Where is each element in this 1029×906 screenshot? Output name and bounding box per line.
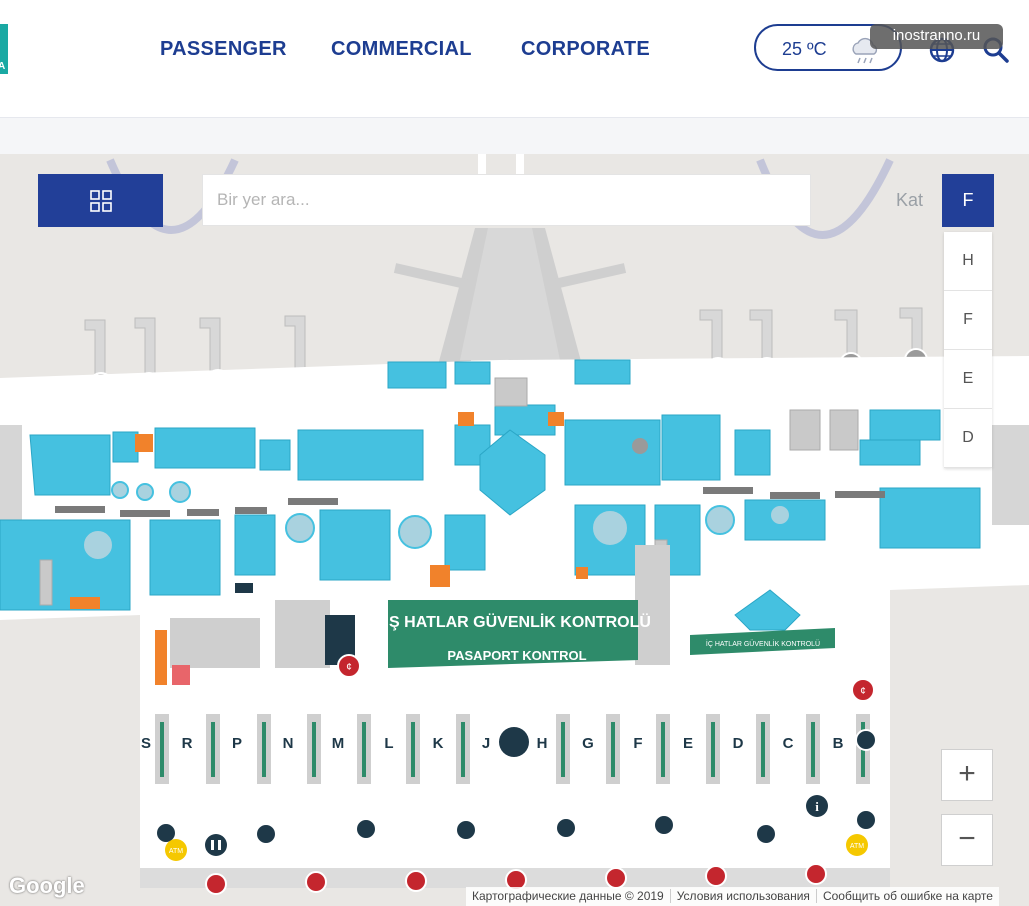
gate-label-n[interactable]: N [283, 735, 294, 752]
baggage-icon[interactable] [653, 814, 675, 836]
svg-text:i: i [815, 799, 819, 814]
gate-label-p[interactable]: P [232, 735, 242, 752]
currency-exchange-icon[interactable]: ¢ [851, 678, 875, 702]
gate-pier-bridge [711, 722, 715, 777]
lounge-icon[interactable] [305, 871, 327, 893]
intl-security-label: DIŞ HATLAR GÜVENLİK KONTROLÜ [373, 612, 651, 631]
gate-label-m[interactable]: M [332, 735, 345, 752]
intl-security-banner: DIŞ HATLAR GÜVENLİK KONTROLÜ PASAPORT KO… [373, 600, 651, 668]
currency-exchange-icon[interactable]: ¢ [337, 654, 361, 678]
floor-option-h[interactable]: H [944, 232, 992, 291]
zoom-out-button[interactable]: − [941, 814, 993, 866]
baggage-icon[interactable] [555, 817, 577, 839]
poi-layer [155, 729, 877, 895]
airport-logo[interactable]: A [0, 24, 8, 74]
gate-pier-bridge [211, 722, 215, 777]
map-data-credit: Картографические данные © 2019 [472, 889, 664, 903]
category-grid-button[interactable] [38, 174, 163, 227]
nav-passenger[interactable]: PASSENGER [160, 38, 287, 60]
lounge-icon[interactable] [605, 867, 627, 889]
gate-label-r[interactable]: R [182, 735, 193, 752]
gate-pier-bridge [160, 722, 164, 777]
lounge-icon[interactable] [705, 865, 727, 887]
map-search-box[interactable] [202, 174, 811, 226]
baggage-icon[interactable] [855, 809, 877, 831]
gate-label-g[interactable]: G [582, 735, 594, 752]
floor-option-d[interactable]: D [944, 409, 992, 468]
baggage-icon[interactable] [455, 819, 477, 841]
report-map-error-link[interactable]: Сообщить об ошибке на карте [815, 889, 999, 903]
floor-selector[interactable]: H F E D [944, 232, 992, 468]
gate-pier-bridge [461, 722, 465, 777]
gate-label-d[interactable]: D [733, 735, 744, 752]
grid-icon [90, 190, 112, 212]
passport-control-label: PASAPORT KONTROL [447, 648, 586, 663]
floor-option-f[interactable]: F [944, 291, 992, 350]
terminal-map-canvas[interactable]: DIŞ HATLAR GÜVENLİK KONTROLÜ PASAPORT KO… [0, 154, 1029, 906]
baggage-icon[interactable] [155, 822, 177, 844]
svg-text:¢: ¢ [860, 686, 866, 697]
gate-label-f[interactable]: F [633, 735, 642, 752]
gate-pier-bridge [312, 722, 316, 777]
gate-pier-bridge [811, 722, 815, 777]
gate-pier-bridge [761, 722, 765, 777]
baggage-icon[interactable] [255, 823, 277, 845]
atm-icon[interactable]: ATM [846, 834, 868, 856]
terms-of-use-link[interactable]: Условия использования [669, 889, 816, 903]
gate-label-h[interactable]: H [537, 735, 548, 752]
gate-pier-bridge [561, 722, 565, 777]
nav-corporate[interactable]: CORPORATE [521, 38, 650, 60]
restroom-icon[interactable] [205, 834, 227, 856]
domestic-security-banner: İÇ HATLAR GÜVENLİK KONTROLÜ [690, 628, 835, 655]
top-navigation-bar: A PASSENGER COMMERCIAL CORPORATE 25 ºC [0, 0, 1029, 118]
gate-pier-bridge [411, 722, 415, 777]
sub-header-strip [0, 118, 1029, 154]
airport-map[interactable]: DIŞ HATLAR GÜVENLİK KONTROLÜ PASAPORT KO… [0, 154, 1029, 906]
map-search-input[interactable] [203, 175, 779, 225]
gate-pier-bridge [362, 722, 366, 777]
baggage-icon[interactable] [755, 823, 777, 845]
google-logo: Google [9, 873, 85, 898]
atm-label: ATM [169, 848, 183, 855]
gate-pier-bridge [262, 722, 266, 777]
gate-pier-bridge [661, 722, 665, 777]
watermark: inostranno.ru [870, 24, 1003, 49]
floor-option-e[interactable]: E [944, 350, 992, 409]
baggage-icon[interactable] [355, 818, 377, 840]
gate-label-k[interactable]: K [433, 735, 444, 752]
domestic-security-label: İÇ HATLAR GÜVENLİK KONTROLÜ [706, 639, 820, 648]
map-attribution: Картографические данные © 2019 Условия ис… [466, 887, 999, 906]
atm-icon[interactable]: ATM [165, 839, 187, 861]
weather-widget[interactable]: 25 ºC [754, 24, 902, 71]
floor-label: Kat [896, 190, 924, 210]
gate-label-b[interactable]: B [833, 735, 844, 752]
lounge-icon[interactable] [405, 870, 427, 892]
gate-label-c[interactable]: C [783, 735, 794, 752]
lounge-icon[interactable] [205, 873, 227, 895]
zoom-in-button[interactable]: + [941, 749, 993, 801]
nav-commercial[interactable]: COMMERCIAL [331, 38, 472, 60]
logo-letter: A [0, 61, 6, 72]
atm-label: ATM [850, 843, 864, 850]
active-floor-button[interactable]: F [942, 174, 994, 227]
weather-temperature: 25 ºC [782, 39, 827, 59]
svg-text:¢: ¢ [346, 662, 352, 673]
baggage-icon[interactable] [855, 729, 877, 751]
gate-pier-bridge [611, 722, 615, 777]
gate-label-s[interactable]: S [141, 735, 151, 752]
gate-label-e[interactable]: E [683, 735, 693, 752]
gate-label-j[interactable]: J [482, 735, 490, 752]
lounge-icon[interactable] [805, 863, 827, 885]
info-icon[interactable]: i [806, 795, 828, 817]
gate-label-l[interactable]: L [384, 735, 393, 752]
